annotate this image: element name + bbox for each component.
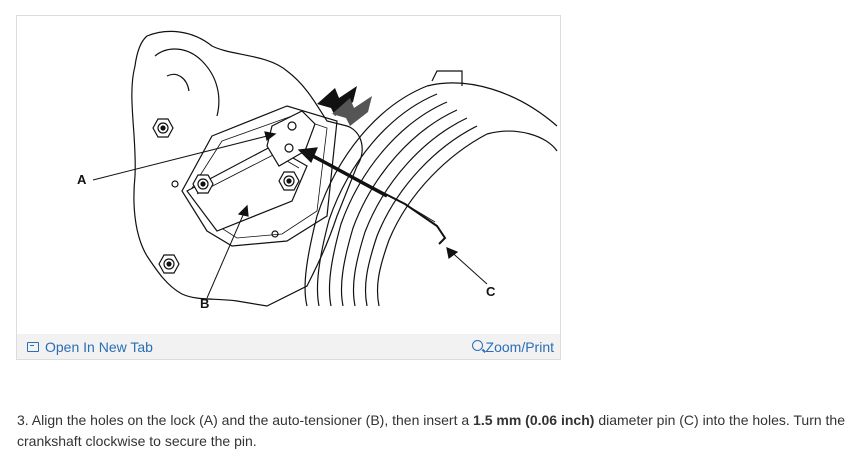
instruction-step: 3. Align the holes on the lock (A) and t…	[17, 410, 857, 452]
bolt-top	[152, 118, 174, 138]
callout-c: C	[486, 284, 496, 299]
open-in-new-tab-link[interactable]: Open In New Tab	[27, 338, 153, 356]
figure-toolbar: Open In New Tab Zoom/Print	[17, 334, 560, 359]
instruction-pin-size: 1.5 mm (0.06 inch)	[473, 412, 595, 428]
bolt-mid	[278, 171, 300, 191]
tensioner-diagram: A B C	[77, 30, 558, 311]
open-in-new-tab-label: Open In New Tab	[45, 339, 153, 355]
bracket-plate	[181, 105, 338, 247]
zoom-in-icon	[471, 339, 483, 351]
instruction-text-part1: 3. Align the holes on the lock (A) and t…	[17, 412, 474, 428]
rotation-arrows	[317, 86, 372, 126]
crankshaft-pulley	[304, 70, 558, 307]
callout-b: B	[200, 296, 209, 311]
callout-a: A	[77, 172, 87, 187]
diagram-image[interactable]: A B C	[17, 16, 560, 334]
bolt-left	[192, 174, 214, 194]
figure-card: A B C Open In New Tab Zoom/Print	[16, 15, 561, 360]
zoom-print-link[interactable]: Zoom/Print	[471, 338, 554, 356]
zoom-print-label: Zoom/Print	[485, 339, 554, 355]
pin	[306, 153, 447, 245]
auto-tensioner	[186, 145, 308, 232]
housing-outline	[131, 30, 363, 307]
bolt-bottom	[158, 254, 180, 274]
instruction-text-part2: diameter pin (C) into the holes. Turn th…	[17, 412, 846, 449]
open-in-new-tab-icon	[27, 342, 39, 352]
